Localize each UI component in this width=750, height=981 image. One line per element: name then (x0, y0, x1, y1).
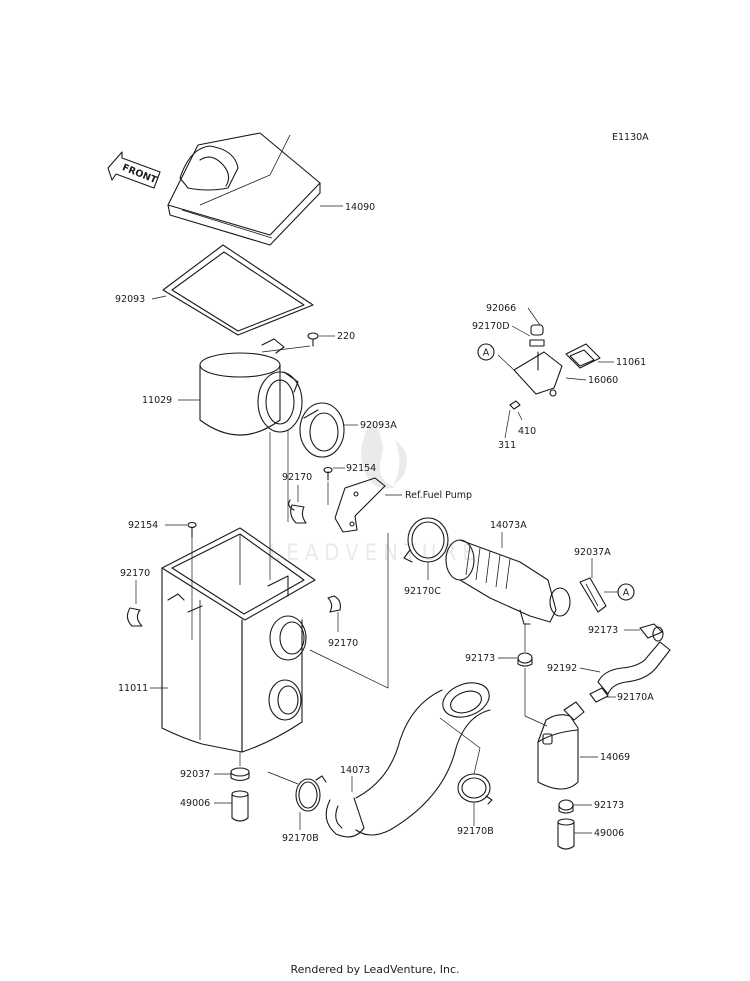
label-14069: 14069 (600, 752, 630, 763)
air-cleaner-housing (161, 527, 316, 753)
label-92154-left: 92154 (128, 520, 158, 531)
fuel-pump-bracket (334, 477, 386, 533)
label-410: 410 (518, 426, 536, 437)
callout-a-right: A (617, 583, 635, 601)
label-92066: 92066 (486, 303, 516, 314)
clamp-92173-right (639, 623, 664, 642)
label-92170A: 92170A (617, 692, 654, 703)
watermark-text: LEADVENTURE (269, 541, 481, 566)
label-49006-left: 49006 (180, 798, 210, 809)
label-92154-top: 92154 (346, 463, 376, 474)
diagram-id: E1130A (612, 132, 649, 143)
drain-plug-49006-right (557, 818, 575, 850)
label-92192: 92192 (547, 663, 577, 674)
label-11061: 11061 (616, 357, 646, 368)
breather-assembly (509, 324, 601, 410)
callout-a-left-text: A (483, 348, 490, 359)
label-11011: 11011 (118, 683, 148, 694)
breather-hose-92192 (597, 641, 671, 695)
clamp-92173-mid (517, 652, 533, 667)
label-220: 220 (337, 331, 355, 342)
clamp-92170A (589, 687, 609, 703)
label-92037A: 92037A (574, 547, 611, 558)
watermark: LEADVENTURE (269, 420, 481, 566)
label-14073A: 14073A (490, 520, 527, 531)
drain-plug-49006-left (231, 790, 249, 822)
label-14090: 14090 (345, 202, 375, 213)
clamp-92170-left (126, 607, 143, 627)
label-92093: 92093 (115, 294, 145, 305)
callout-a-left: A (477, 343, 495, 361)
clamp-92037A (579, 577, 607, 613)
front-arrow-icon: FRONT (107, 151, 161, 189)
label-92037: 92037 (180, 769, 210, 780)
top-cover-gasket (162, 244, 314, 336)
clamp-92170B-right (457, 773, 493, 805)
air-cleaner-top-cover (167, 132, 321, 246)
screw-92154-left (187, 521, 197, 538)
intake-duct-14073A (445, 539, 571, 625)
label-92170C: 92170C (404, 586, 441, 597)
label-92170-top: 92170 (282, 472, 312, 483)
clamp-92173-low (558, 799, 574, 814)
label-16060: 16060 (588, 375, 618, 386)
label-92170-mid: 92170 (328, 638, 358, 649)
footer-credit: Rendered by LeadVenture, Inc. (290, 963, 460, 976)
screw-92154-top (323, 466, 333, 481)
label-49006-right: 49006 (594, 828, 624, 839)
clamp-92170-top (288, 499, 307, 524)
clamp-92170-mid (327, 595, 341, 613)
label-92170-left: 92170 (120, 568, 150, 579)
label-11029: 11029 (142, 395, 172, 406)
ref-fuel-pump-label: Ref.Fuel Pump (405, 490, 472, 501)
label-92173-mid: 92173 (465, 653, 495, 664)
label-92173-right: 92173 (588, 625, 618, 636)
label-92093A: 92093A (360, 420, 397, 431)
label-92170D: 92170D (472, 321, 510, 332)
air-filter-element (199, 338, 303, 436)
label-92170B-left: 92170B (282, 833, 319, 844)
drain-tank-14069 (537, 701, 585, 790)
screw-220 (307, 332, 319, 347)
element-seal-ring (299, 402, 345, 458)
label-92170B-right: 92170B (457, 826, 494, 837)
clamp-92037 (230, 767, 250, 782)
label-92173-low: 92173 (594, 800, 624, 811)
clamp-92170B-left (295, 775, 327, 812)
intake-duct-14073 (325, 682, 491, 838)
label-311: 311 (498, 440, 516, 451)
callout-a-right-text: A (623, 588, 630, 599)
label-14073: 14073 (340, 765, 370, 776)
